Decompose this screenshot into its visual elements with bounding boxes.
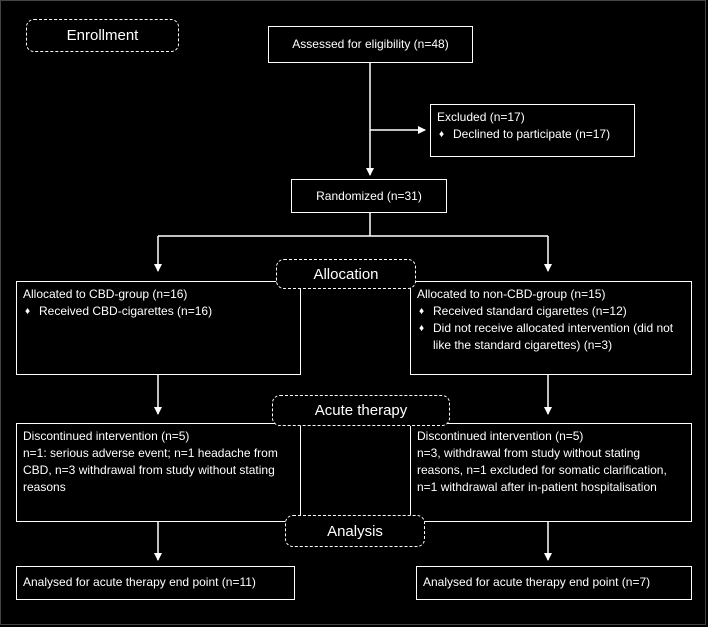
noncbd-analysed-box: Analysed for acute therapy end point (n=…	[416, 566, 692, 600]
cbd-allocated-item: Received CBD-cigarettes (n=16)	[23, 303, 294, 320]
noncbd-discontinued-title: Discontinued intervention (n=5)	[417, 429, 584, 443]
stage-acute-therapy: Acute therapy	[272, 395, 450, 426]
stage-acute-therapy-label: Acute therapy	[314, 402, 408, 419]
noncbd-discontinued-box: Discontinued intervention (n=5) n=3, wit…	[410, 423, 692, 522]
cbd-discontinued-box: Discontinued intervention (n=5) n=1: ser…	[16, 423, 301, 522]
assessed-text: Assessed for eligibility (n=48)	[292, 37, 449, 51]
excluded-box: Excluded (n=17) Declined to participate …	[430, 104, 635, 157]
assessed-box: Assessed for eligibility (n=48)	[268, 26, 473, 63]
excluded-item: Declined to participate (n=17)	[437, 126, 628, 143]
noncbd-allocated-item-1: Received standard cigarettes (n=12)	[417, 303, 685, 320]
randomized-text: Randomized (n=31)	[316, 189, 422, 203]
cbd-allocated-title: Allocated to CBD-group (n=16)	[23, 287, 188, 301]
cbd-discontinued-title: Discontinued intervention (n=5)	[23, 429, 190, 443]
cbd-analysed-text: Analysed for acute therapy end point (n=…	[23, 575, 256, 589]
cbd-allocated-box: Allocated to CBD-group (n=16) Received C…	[16, 281, 301, 375]
noncbd-analysed-text: Analysed for acute therapy end point (n=…	[423, 575, 651, 589]
stage-analysis-label: Analysis	[327, 522, 383, 540]
stage-enrollment-label: Enrollment	[66, 27, 139, 44]
noncbd-discontinued-detail: n=3, withdrawal from study without stati…	[417, 446, 667, 494]
noncbd-allocated-item-2: Did not receive allocated intervention (…	[417, 320, 685, 354]
noncbd-allocated-box: Allocated to non-CBD-group (n=15) Receiv…	[410, 281, 692, 375]
randomized-box: Randomized (n=31)	[291, 179, 447, 213]
cbd-discontinued-detail: n=1: serious adverse event; n=1 headache…	[23, 446, 278, 494]
stage-allocation: Allocation	[276, 259, 416, 289]
stage-enrollment: Enrollment	[26, 19, 179, 52]
excluded-title: Excluded (n=17)	[437, 110, 525, 124]
stage-allocation-label: Allocation	[313, 265, 379, 283]
stage-analysis: Analysis	[285, 515, 425, 547]
noncbd-allocated-title: Allocated to non-CBD-group (n=15)	[417, 287, 606, 301]
cbd-analysed-box: Analysed for acute therapy end point (n=…	[16, 566, 295, 600]
